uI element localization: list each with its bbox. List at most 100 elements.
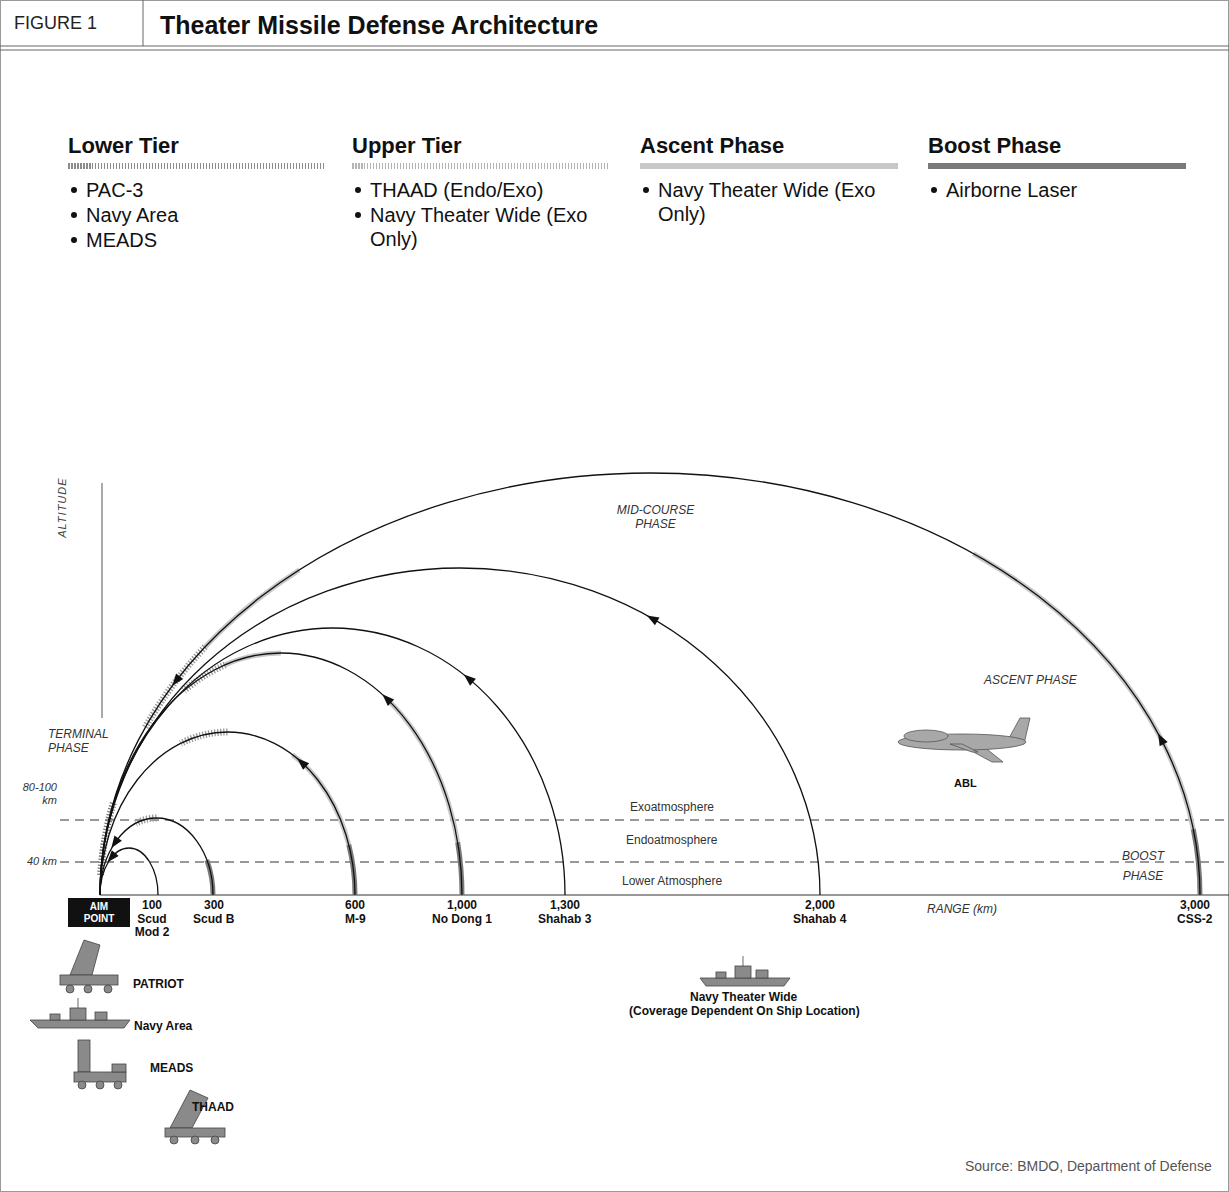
defense-tier-band	[181, 732, 228, 743]
system-label: PATRIOT	[133, 977, 184, 991]
navy-area-ship	[30, 998, 130, 1028]
defense-tier-band	[387, 699, 457, 842]
plane-nose-turret	[904, 730, 948, 742]
ship-mast	[78, 998, 79, 1008]
phase-label: MID-COURSE PHASE	[608, 503, 703, 532]
trajectory-arrowhead	[297, 758, 309, 769]
phase-label: BOOST PHASE	[1113, 846, 1173, 886]
missile-trajectory	[100, 568, 820, 895]
ship-superstructure	[716, 972, 726, 978]
aircraft-label: ABL	[954, 777, 977, 790]
trajectory-arrowhead	[172, 673, 183, 685]
plane-wing	[950, 744, 978, 752]
system-label: Navy Area	[134, 1019, 192, 1033]
legend-item: Navy Area	[68, 203, 330, 227]
trajectory-arrowhead	[1158, 733, 1168, 746]
range-value: 100	[142, 899, 162, 912]
ship-superstructure	[756, 970, 768, 978]
missile-name: Scud B	[193, 913, 234, 926]
figure-title: Theater Missile Defense Architecture	[160, 10, 598, 40]
missile-name: Scud Mod 2	[132, 913, 172, 939]
system-label: MEADS	[150, 1061, 193, 1075]
atmosphere-label: Endoatmosphere	[626, 833, 717, 847]
trajectory-arrowhead	[464, 675, 476, 686]
header-divider	[143, 0, 144, 46]
wheel	[78, 1081, 86, 1089]
missile-trajectory	[100, 628, 565, 895]
defense-tier-band	[973, 554, 1193, 829]
legend-item: THAAD (Endo/Exo)	[352, 178, 614, 202]
patriot-launcher	[60, 940, 118, 993]
missile-trajectories	[100, 473, 1200, 895]
thaad-launcher	[165, 1090, 225, 1144]
missile-name: CSS-2	[1177, 913, 1212, 926]
header-rule	[0, 46, 1229, 47]
exo-boundary	[60, 820, 1229, 821]
trajectory-arrowhead	[107, 850, 118, 862]
legend-swatch	[928, 163, 1186, 169]
system-label: Navy Theater Wide	[690, 990, 797, 1004]
phase-label: ASCENT PHASE	[984, 673, 1077, 687]
trajectory-bands	[101, 554, 1200, 895]
wheel	[211, 1136, 219, 1144]
missile-name: Shahab 4	[793, 913, 846, 926]
wheel	[96, 1081, 104, 1089]
legend-item: Navy Theater Wide (Exo Only)	[640, 178, 902, 226]
legend-item: Airborne Laser	[928, 178, 1190, 202]
legend-swatch	[640, 163, 898, 169]
ship-superstructure	[735, 966, 751, 978]
range-value: 1,300	[550, 899, 580, 912]
truck-cab	[112, 1064, 126, 1072]
wheel	[66, 985, 74, 993]
aim-point-box: AIM POINT	[68, 898, 130, 927]
trajectory-arrowheads	[107, 615, 1167, 862]
wheel	[84, 985, 92, 993]
missile-trajectory	[100, 653, 462, 895]
missile-trajectory	[100, 732, 355, 895]
legend-swatch	[68, 163, 326, 169]
missile-trajectory	[100, 473, 1200, 895]
defense-tier-band	[292, 755, 348, 845]
ship-superstructure	[70, 1008, 86, 1020]
truck-bed	[60, 975, 118, 985]
meads-launcher	[74, 1040, 126, 1089]
missile-name: Shahab 3	[538, 913, 591, 926]
legend-heading: Boost Phase	[928, 133, 1061, 159]
trajectory-arrowhead	[382, 694, 394, 706]
defense-tier-band	[225, 653, 281, 665]
legend-item: Navy Theater Wide (Exo Only)	[352, 203, 614, 251]
system-label: THAAD	[192, 1100, 234, 1114]
wheel	[170, 1136, 178, 1144]
atmosphere-label: Exoatmosphere	[630, 800, 714, 814]
range-value: 2,000	[805, 899, 835, 912]
range-axis	[100, 895, 1229, 896]
wheel	[191, 1136, 199, 1144]
ship-mast	[743, 956, 744, 966]
ship-superstructure	[50, 1014, 60, 1020]
legend-heading: Upper Tier	[352, 133, 462, 159]
header-rule	[0, 50, 1229, 51]
trajectory-lines	[100, 473, 1200, 895]
altitude-mark: 40 km	[27, 855, 57, 868]
range-value: 300	[204, 899, 224, 912]
airborne-laser-plane	[898, 718, 1030, 762]
defense-tier-band	[145, 647, 205, 727]
wheel	[104, 985, 112, 993]
node-text: AIM POINT	[76, 901, 122, 924]
altitude-mark: 80-100 km	[11, 781, 57, 806]
system-label: (Coverage Dependent On Ship Location)	[629, 1004, 860, 1018]
wheel	[114, 1081, 122, 1089]
figure-number: FIGURE 1	[14, 13, 97, 35]
axis-label: ALTITUDE	[56, 477, 69, 537]
ship-hull	[30, 1020, 130, 1028]
atmosphere-label: Lower Atmosphere	[622, 874, 722, 888]
phase-label: TERMINAL PHASE	[48, 727, 118, 756]
legend-heading: Ascent Phase	[640, 133, 784, 159]
range-value: 600	[345, 899, 365, 912]
endo-boundary	[60, 862, 1229, 863]
missile-name: No Dong 1	[432, 913, 492, 926]
trajectory-arrowhead	[647, 615, 660, 625]
